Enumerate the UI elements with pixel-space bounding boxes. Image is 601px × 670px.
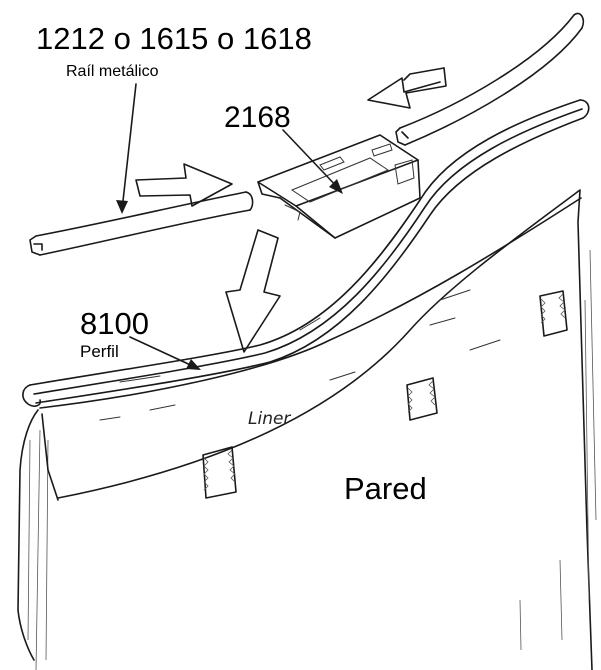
rail-name-label: Raíl metálico (66, 63, 159, 80)
leader-rail (116, 83, 137, 214)
leader-clip (282, 129, 343, 194)
arrow-right-left (135, 163, 233, 207)
wall-label: Pared (344, 471, 427, 506)
leader-profile (129, 336, 201, 370)
tape-middle (406, 377, 438, 421)
profile-8100 (22, 99, 590, 407)
clip-code-label: 2168 (224, 101, 291, 134)
liner-sheet (17, 197, 582, 661)
tape-left (202, 446, 237, 499)
tape-right (539, 290, 568, 337)
metal-rail-left (29, 191, 254, 256)
arrow-down (225, 229, 281, 353)
liner-label: Liner (248, 409, 291, 429)
profile-name-label: Perfil (80, 342, 119, 361)
clip-2168 (257, 134, 421, 239)
wall-panel (27, 189, 597, 670)
rail-codes-label: 1212 o 1615 o 1618 (36, 21, 312, 56)
metal-rail-right (395, 12, 585, 146)
profile-code-label: 8100 (80, 306, 149, 341)
arrow-left-right (367, 67, 447, 109)
